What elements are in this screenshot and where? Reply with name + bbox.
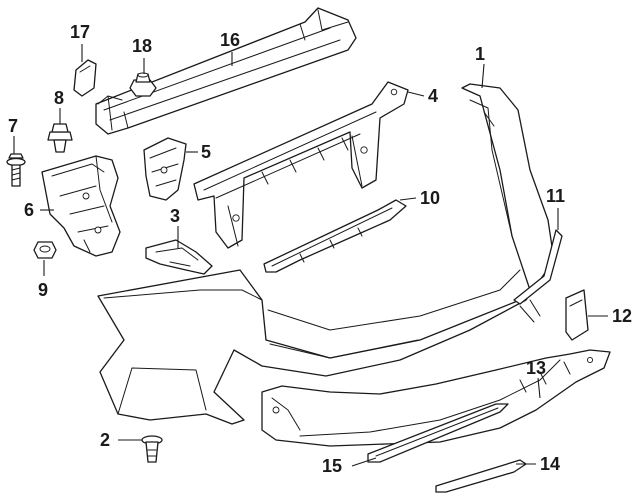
- callout-10: 10: [420, 188, 440, 208]
- part-7-bolt: [6, 153, 26, 187]
- callout-5: 5: [201, 142, 211, 162]
- callout-16: 16: [220, 30, 240, 50]
- callout-6: 6: [24, 200, 34, 220]
- callout-8: 8: [54, 88, 64, 108]
- part-13-lower-valance: [261, 349, 611, 447]
- callout-4: 4: [428, 86, 438, 106]
- part-6-side-bracket: [41, 155, 121, 257]
- callout-1: 1: [475, 44, 485, 64]
- callout-11: 11: [546, 186, 565, 206]
- callout-13: 13: [526, 358, 546, 378]
- part-10-lower-support: [263, 199, 407, 273]
- callout-3: 3: [170, 206, 180, 226]
- part-9-nut: [33, 241, 57, 259]
- part-12-cover: [565, 289, 589, 341]
- part-15-trim-strip: [367, 403, 509, 463]
- part-5-bracket: [143, 137, 187, 201]
- part-1-bumper-cover: [97, 83, 555, 425]
- leader-lines: [13, 44, 608, 467]
- callout-17: 17: [70, 22, 90, 42]
- callout-14: 14: [540, 454, 560, 474]
- callout-2: 2: [100, 430, 110, 450]
- part-8-clip: [47, 123, 73, 153]
- callout-18: 18: [132, 36, 152, 56]
- part-4-upper-support: [193, 81, 409, 249]
- callout-15: 15: [322, 456, 342, 476]
- part-14-trim-strip: [435, 459, 527, 493]
- part-2-push-pin: [141, 435, 163, 463]
- callout-7: 7: [8, 116, 18, 136]
- part-3-bracket: [145, 239, 213, 275]
- part-17-cover: [73, 59, 97, 97]
- part-16-reinforcement-beam: [95, 7, 357, 135]
- callout-9: 9: [38, 280, 48, 300]
- part-11-side-strip: [513, 229, 563, 305]
- callout-labels: 1 2 3 4 5 6 7 8 9 10 11 12 13 14 15 16 1…: [8, 22, 632, 476]
- part-18-nut: [129, 72, 157, 97]
- callout-12: 12: [612, 306, 632, 326]
